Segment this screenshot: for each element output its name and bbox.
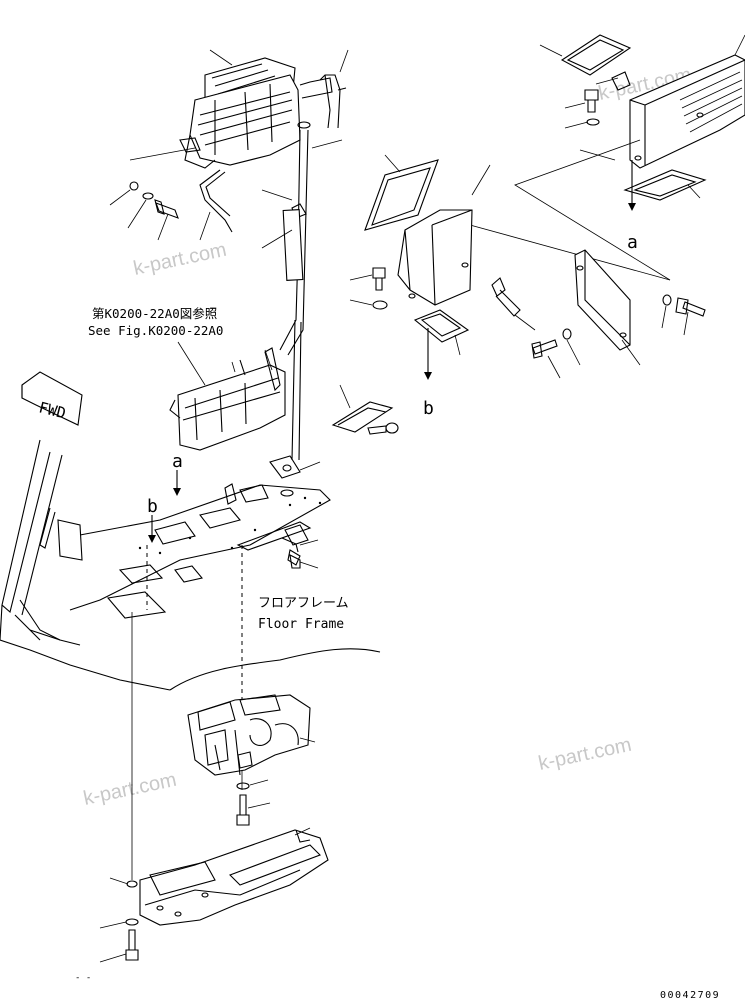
fwd-arrow: FWD	[21, 371, 83, 426]
floor-frame-label-en: Floor Frame	[258, 617, 344, 632]
connection-b-lower: b	[147, 496, 158, 517]
watermark-1: k-part.com	[131, 239, 228, 280]
filter-element	[560, 34, 632, 76]
watermark-3: k-part.com	[536, 734, 633, 775]
plate-fasteners	[531, 294, 706, 359]
duct-housing	[397, 209, 473, 306]
housing-gasket-bottom	[413, 309, 470, 343]
heater-unit-upper	[179, 57, 301, 169]
floor-frame-label-ja: フロアフレーム	[258, 596, 349, 611]
case-gasket	[623, 169, 707, 201]
upper-left-fasteners	[109, 181, 179, 241]
side-plate	[574, 249, 631, 351]
drawing-number: 00042709	[660, 990, 720, 1001]
floor-brackets	[269, 455, 301, 569]
housing-fasteners	[372, 267, 388, 310]
lower-unit-fasteners	[236, 782, 250, 826]
duct-hose	[279, 77, 333, 566]
floor-bolt-holes	[138, 496, 322, 555]
control-panel	[169, 347, 286, 451]
housing-gasket-top	[364, 159, 439, 231]
reference-note-en: See Fig.K0200-22A0	[88, 323, 223, 338]
heater-unit-lower	[187, 694, 311, 776]
pipe-bracket-top	[319, 74, 347, 129]
connection-a-lower: a	[172, 451, 183, 472]
drain-hose	[199, 169, 233, 233]
housing-bolt-diagonal	[491, 277, 521, 317]
watermark-4: k-part.com	[81, 769, 178, 810]
duct-fasteners	[125, 880, 139, 961]
filter-case	[629, 54, 745, 169]
connection-b-upper: b	[423, 398, 434, 419]
connection-a-upper: a	[627, 232, 638, 253]
floor-frame	[0, 439, 381, 691]
vent-grille	[679, 71, 743, 133]
minor-mark: - -	[75, 973, 91, 983]
reference-note-ja: 第K0200-22A0図参照	[92, 306, 217, 321]
switch-panel	[331, 401, 399, 435]
floor-duct	[139, 829, 329, 926]
